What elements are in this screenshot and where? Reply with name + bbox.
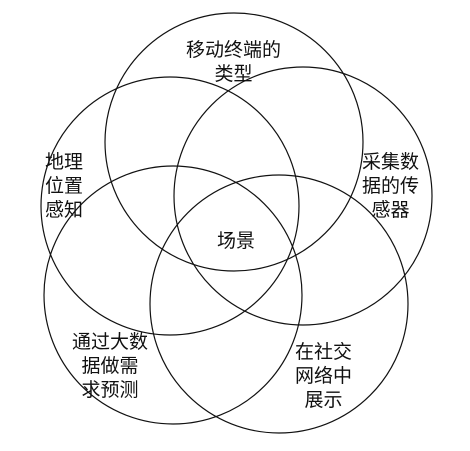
circle-right (173, 66, 433, 326)
circle-top (104, 12, 364, 272)
label-center: 场景 (217, 230, 256, 252)
label-left: 地理 位置 感知 (45, 151, 84, 221)
circle-bottom-right (149, 174, 409, 434)
label-top: 移动终端的 类型 (186, 39, 282, 85)
label-bottom-left: 通过大数 据做需 求预测 (72, 331, 149, 401)
circle-left (40, 76, 300, 336)
circle-bottom-left (43, 165, 303, 425)
label-bottom-right: 在社交 网络中 展示 (295, 341, 353, 411)
label-right: 采集数 据的传 感器 (362, 151, 420, 221)
